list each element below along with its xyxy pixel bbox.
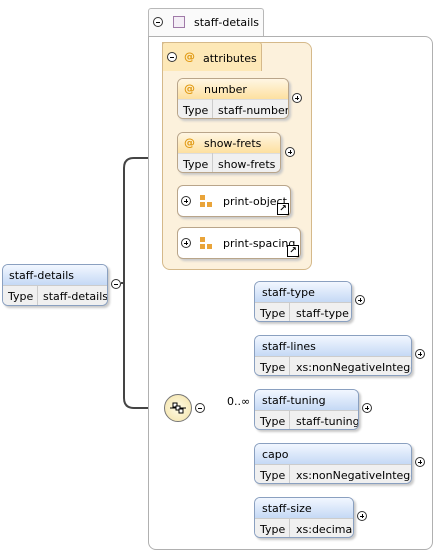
element-type-value: staff-tuning (296, 415, 359, 428)
attribute-name: number (204, 83, 247, 96)
occurrence-label: 0..∞ (227, 395, 251, 408)
ref-name: print-object (223, 195, 287, 208)
reference-arrow-icon: ↗ (287, 245, 299, 257)
complex-type-tab (148, 8, 264, 37)
sequence-icon (170, 402, 186, 414)
element-type-label: Type (260, 361, 286, 374)
panel-title: staff-details (194, 16, 259, 29)
element-expand-toggle[interactable] (355, 295, 365, 305)
attributes-tab (162, 42, 262, 71)
element-expand-toggle[interactable] (415, 349, 425, 359)
element-name: staff-lines (262, 340, 316, 353)
attribute-group-ref-print-spacing[interactable]: print-spacing ↗ (177, 227, 301, 259)
attribute-type-value: staff-number (218, 104, 289, 117)
attribute-box-number[interactable]: @ number Type staff-number (177, 78, 289, 119)
element-type-label: Type (260, 307, 286, 320)
ref-expand-toggle[interactable] (181, 196, 191, 206)
attribute-box-show-frets[interactable]: @ show-frets Type show-frets (177, 132, 281, 173)
root-type-label: Type (8, 290, 34, 303)
at-icon: @ (184, 50, 195, 63)
reference-arrow-icon: ↗ (277, 203, 289, 215)
attribute-group-ref-print-object[interactable]: print-object ↗ (177, 185, 291, 217)
element-box-staff-tuning[interactable]: staff-tuning Type staff-tuning (254, 389, 359, 430)
element-type-value: xs:nonNegativeInteger (296, 469, 412, 482)
element-expand-toggle[interactable] (362, 403, 372, 413)
element-name: staff-size (262, 502, 312, 515)
attribute-name: show-frets (204, 137, 262, 150)
panel-collapse-toggle[interactable] (153, 17, 163, 27)
attribute-type-value: show-frets (218, 158, 276, 171)
element-type-label: Type (260, 523, 286, 536)
attributes-collapse-toggle[interactable] (167, 52, 177, 62)
attribute-expand-toggle[interactable] (292, 93, 302, 103)
element-name: staff-type (262, 286, 315, 299)
attribute-group-icon (200, 237, 212, 249)
ref-name: print-spacing (223, 237, 296, 250)
element-expand-toggle[interactable] (415, 457, 425, 467)
element-name: capo (262, 448, 289, 461)
element-type-value: xs:decimal (296, 523, 354, 536)
attribute-group-icon (200, 195, 212, 207)
at-icon: @ (184, 136, 195, 149)
element-type-value: staff-type (296, 307, 349, 320)
complex-type-icon (173, 16, 185, 28)
element-box-staff-size[interactable]: staff-size Type xs:decimal (254, 497, 354, 538)
element-type-label: Type (260, 415, 286, 428)
element-name: staff-tuning (262, 394, 326, 407)
sequence-collapse-toggle[interactable] (195, 403, 205, 413)
attribute-type-label: Type (183, 104, 209, 117)
root-type-value: staff-details (43, 290, 108, 303)
at-icon: @ (184, 82, 195, 95)
attributes-label: attributes (203, 52, 257, 65)
element-box-capo[interactable]: capo Type xs:nonNegativeInteger (254, 443, 412, 484)
root-element-name: staff-details (9, 269, 74, 282)
element-type-value: xs:nonNegativeInteger (296, 361, 412, 374)
attribute-expand-toggle[interactable] (285, 147, 295, 157)
ref-expand-toggle[interactable] (181, 238, 191, 248)
root-collapse-toggle[interactable] (111, 279, 121, 289)
attribute-type-label: Type (183, 158, 209, 171)
element-box-staff-type[interactable]: staff-type Type staff-type (254, 281, 352, 322)
element-expand-toggle[interactable] (357, 511, 367, 521)
element-box-staff-lines[interactable]: staff-lines Type xs:nonNegativeInteger (254, 335, 412, 376)
root-element-box[interactable]: staff-details Type staff-details (2, 264, 108, 306)
sequence-compositor[interactable] (164, 394, 192, 422)
element-type-label: Type (260, 469, 286, 482)
